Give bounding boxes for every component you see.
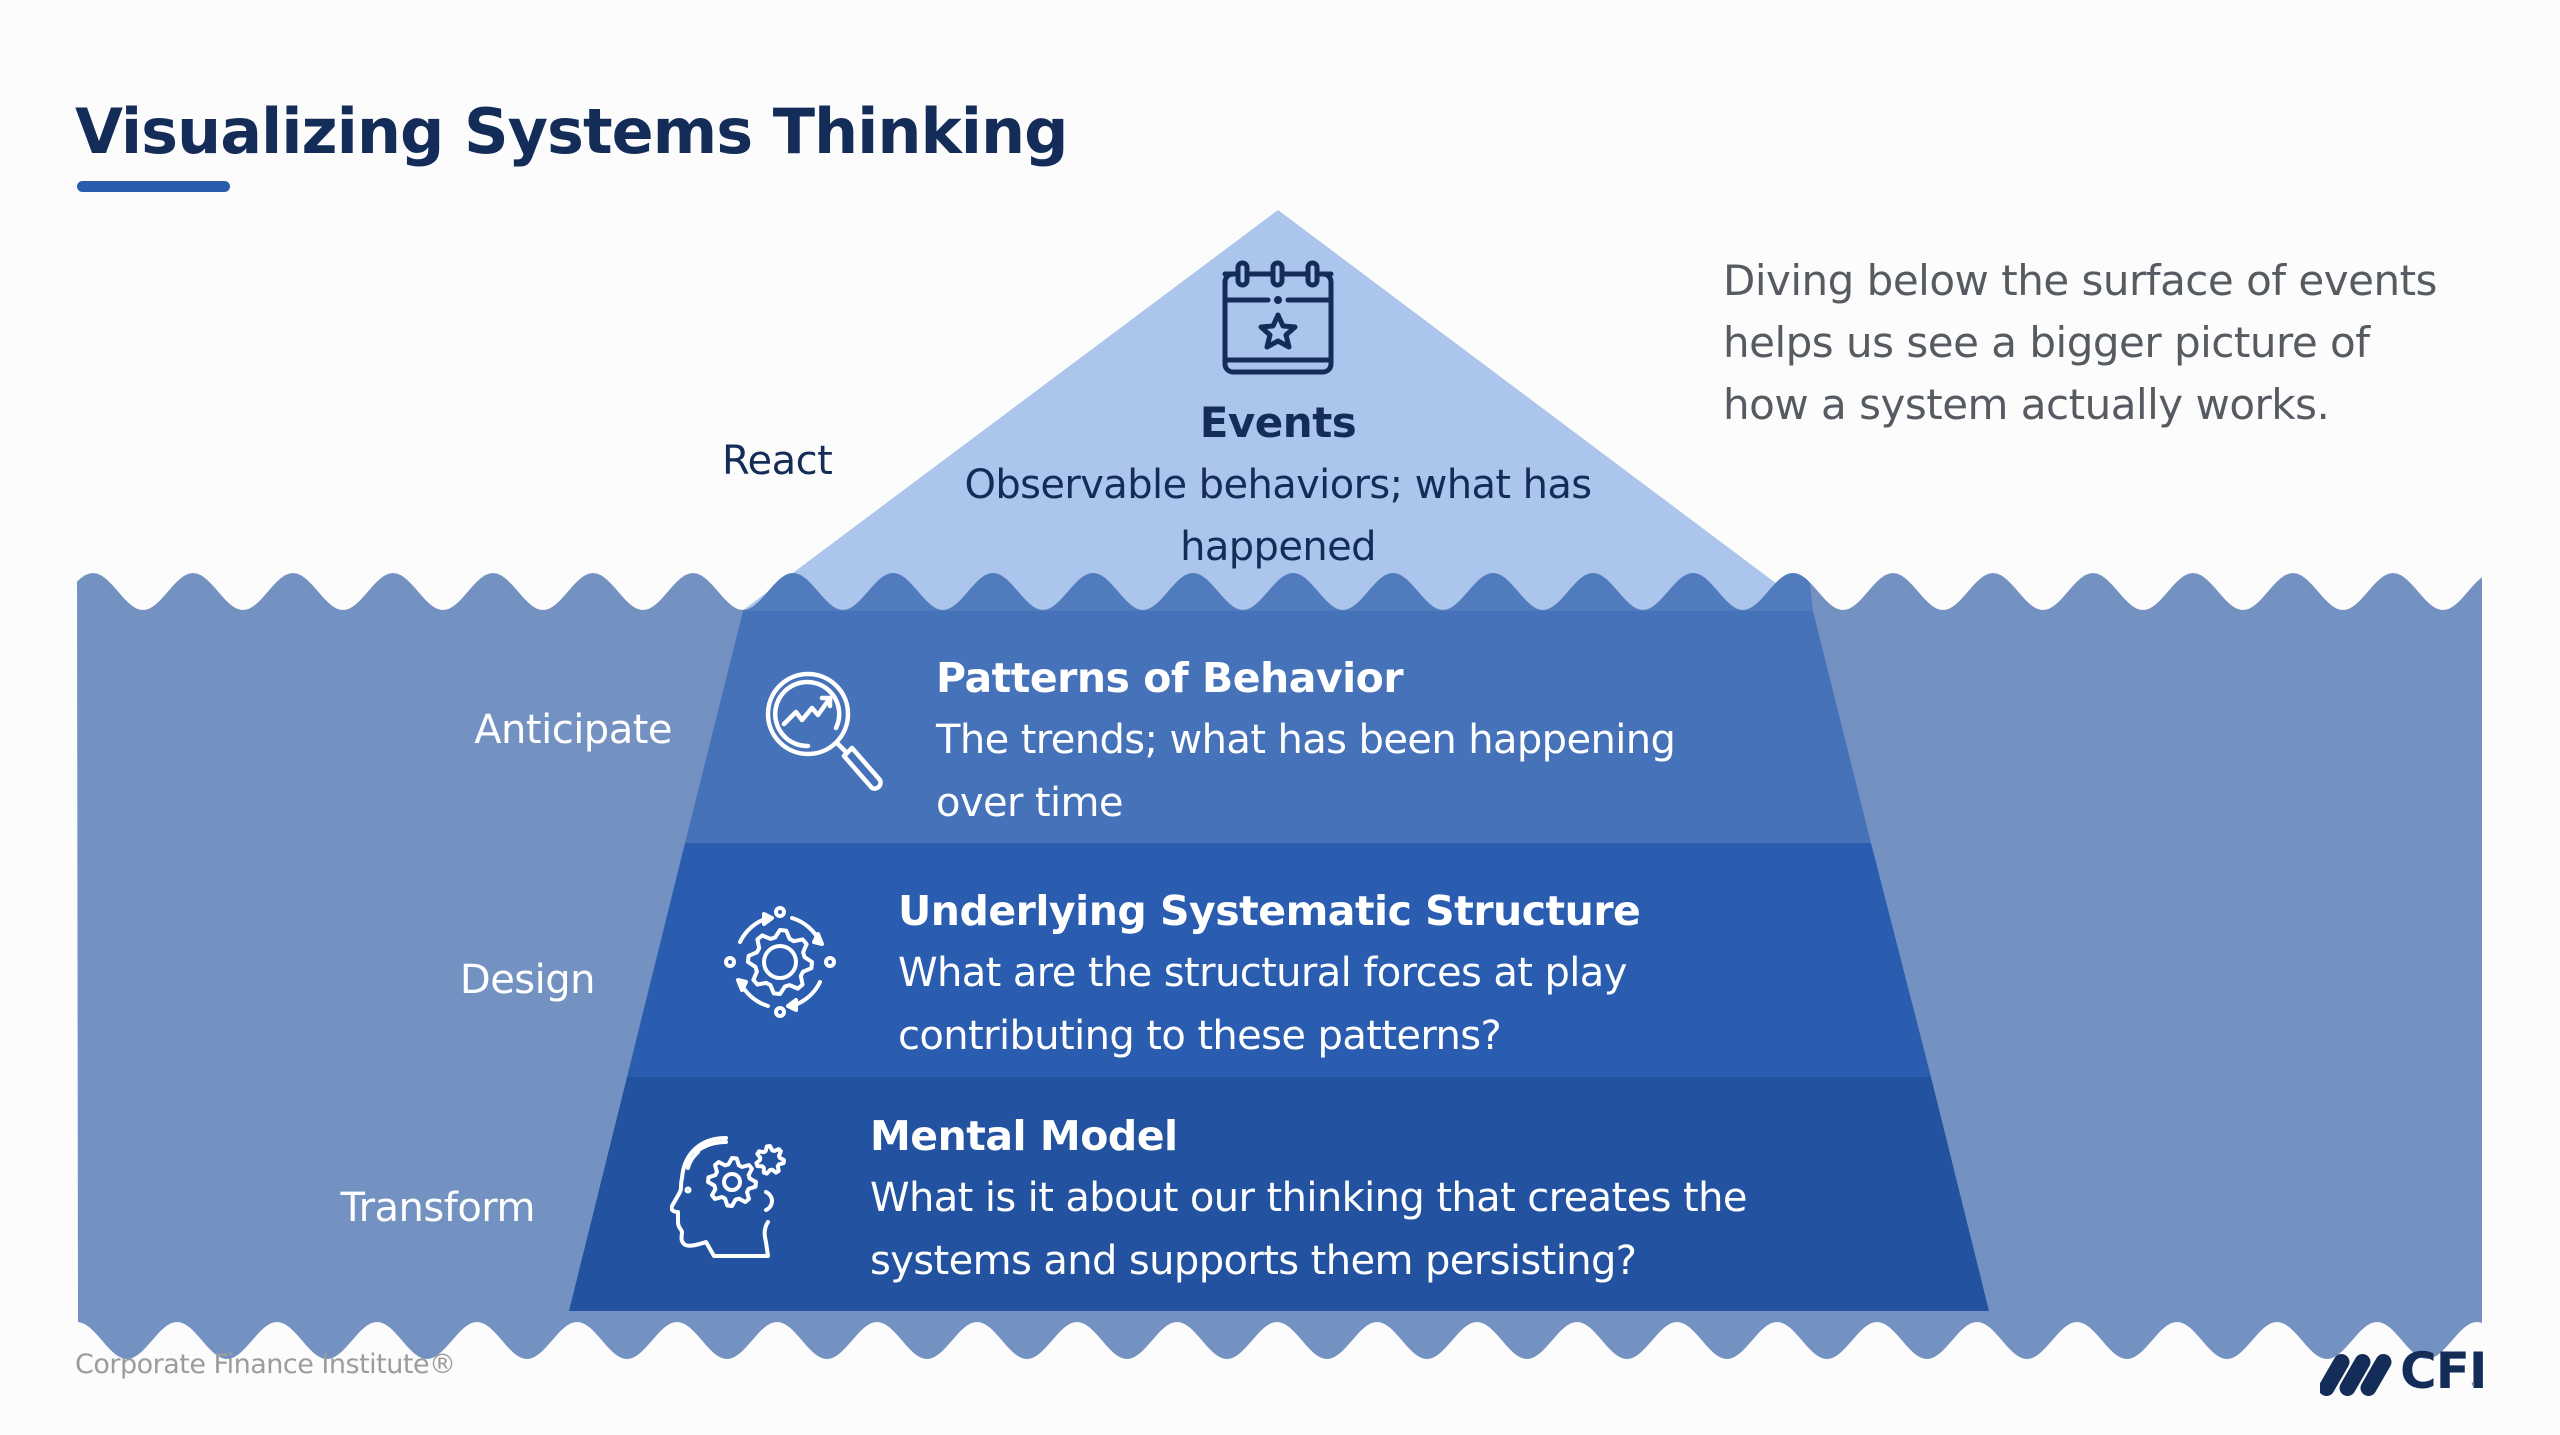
structure-description-line: What are the structural forces at play: [898, 950, 1627, 996]
events-text: Events Observable behaviors; what has ha…: [900, 392, 1656, 578]
gear-cycle-icon: [724, 906, 836, 1018]
patterns-text: Patterns of Behavior The trends; what ha…: [936, 647, 1676, 835]
patterns-title: Patterns of Behavior: [936, 654, 1404, 702]
mental-model-title: Mental Model: [870, 1112, 1178, 1160]
side-note: Diving below the surface of events helps…: [1723, 250, 2483, 436]
events-description-line: Observable behaviors; what has: [964, 462, 1592, 508]
patterns-description-line: The trends; what has been happening: [936, 717, 1676, 763]
side-note-line: Diving below the surface of events: [1723, 256, 2437, 305]
events-title: Events: [1199, 398, 1357, 447]
footer-credit: Corporate Finance Institute®: [75, 1349, 456, 1380]
magnifier-trend-icon: [765, 671, 883, 791]
events-description-line: happened: [1180, 524, 1376, 570]
structure-title: Underlying Systematic Structure: [898, 887, 1641, 935]
side-note-line: helps us see a bigger picture of: [1723, 318, 2370, 367]
events-layer: [742, 210, 1813, 611]
patterns-layer: [685, 611, 1871, 843]
page-title: Visualizing Systems Thinking: [75, 95, 1069, 168]
cfi-slashes-icon: [2320, 1354, 2392, 1396]
cfi-logo-text: CFI: [2400, 1342, 2487, 1400]
patterns-description-line: over time: [936, 780, 1123, 826]
level-label-react: React: [722, 438, 833, 484]
mental-model-text: Mental Model What is it about our thinki…: [870, 1105, 1747, 1293]
cfi-logo: CFI ™: [2320, 1342, 2490, 1402]
level-label-transform: Transform: [340, 1185, 536, 1231]
head-gear-icon: [670, 1136, 786, 1258]
surface-wave-overlay: [742, 573, 1813, 611]
cfi-trademark: ™: [2470, 1382, 2480, 1393]
structure-layer: [627, 843, 1931, 1077]
structure-description-line: contributing to these patterns?: [898, 1013, 1502, 1059]
structure-text: Underlying Systematic Structure What are…: [898, 880, 1641, 1068]
side-note-line: how a system actually works.: [1723, 380, 2330, 429]
title-underline: [77, 181, 230, 192]
mental-model-description-line: systems and supports them persisting?: [870, 1238, 1637, 1284]
level-label-anticipate: Anticipate: [474, 707, 672, 753]
mental-model-description-line: What is it about our thinking that creat…: [870, 1175, 1747, 1221]
level-label-design: Design: [459, 957, 596, 1003]
mental-model-layer: [569, 1077, 1989, 1311]
calendar-star-icon: [1222, 260, 1334, 375]
